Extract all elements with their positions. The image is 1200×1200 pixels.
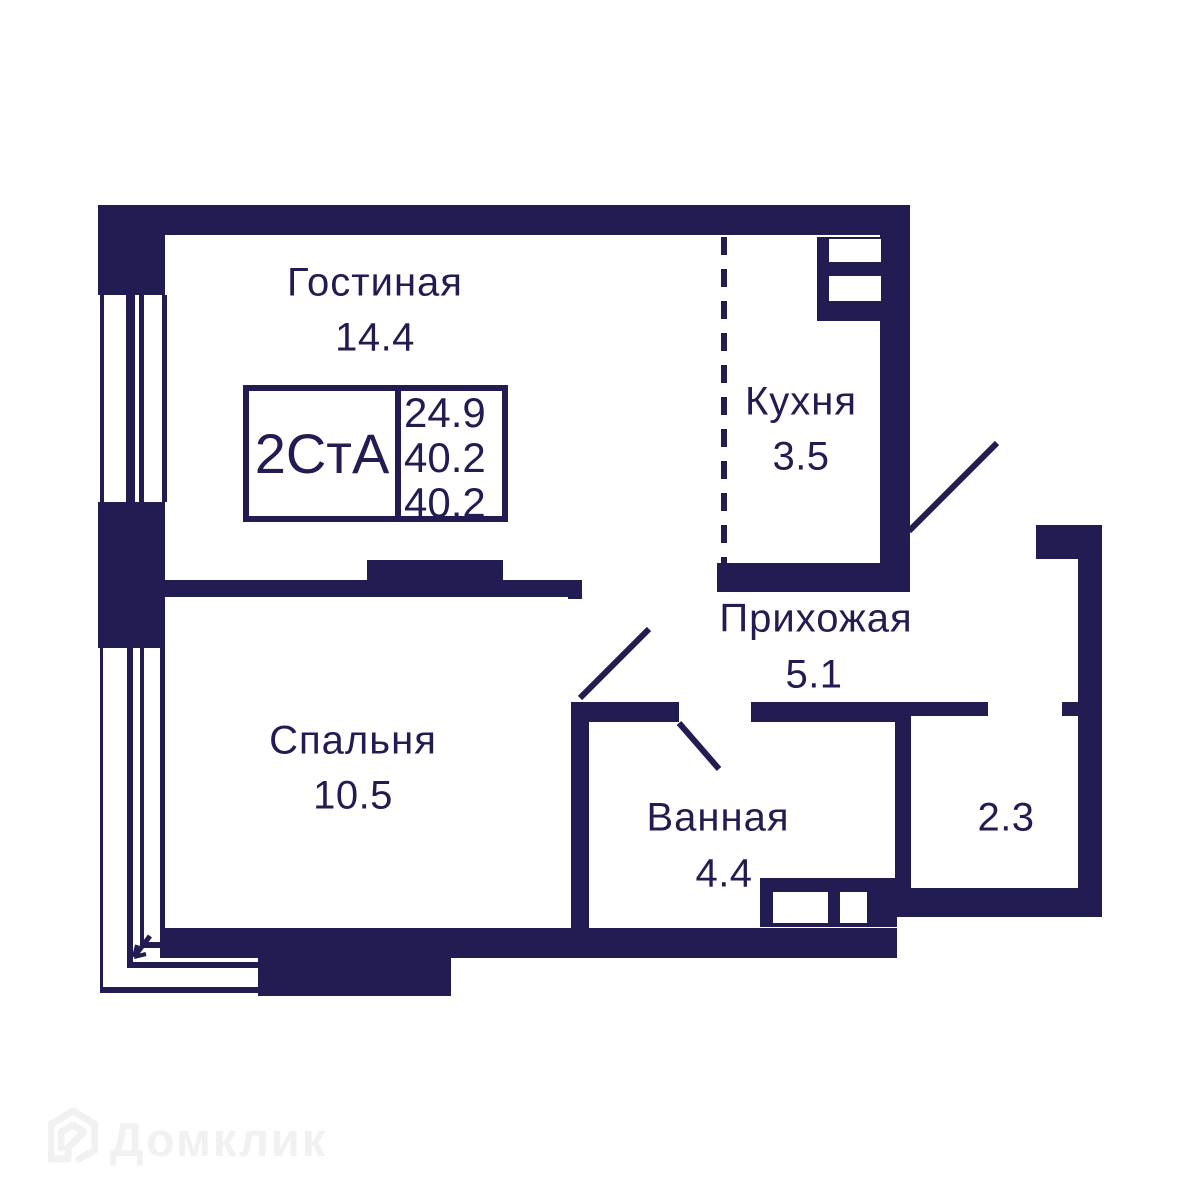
balcony-outer-line-bottom: [100, 987, 258, 993]
wall-entry-top-stub: [1036, 525, 1102, 559]
balcony-glass-line-2: [140, 648, 144, 948]
wall-bottom-thick-block: [258, 928, 451, 996]
door-swing-entry: [906, 440, 1000, 534]
wall-top-left-corner: [98, 235, 165, 295]
room-area-wardrobe: 2.3: [977, 795, 1035, 840]
room-area-bathroom: 4.4: [695, 851, 753, 896]
watermark-text: Домклик: [110, 1113, 328, 1166]
unit-info-box: 2СтА 24.9 40.2 40.2: [243, 385, 508, 525]
room-label-bedroom: Спальня: [269, 718, 437, 763]
room-area-living: 14.4: [335, 315, 415, 360]
wall-wardrobe-left: [895, 722, 911, 888]
vent-slot-kitchen-2: [829, 276, 881, 301]
window-living-glass-line-2: [139, 295, 144, 502]
balcony-glass-line-2-bottom: [140, 942, 258, 948]
balcony-glass-line: [127, 648, 133, 968]
window-living-outer-line: [100, 295, 104, 502]
wall-living-bedroom-divider: [165, 580, 568, 597]
partition-dashed-line: [721, 237, 727, 563]
unit-type-label: 2СтА: [254, 422, 390, 485]
room-area-hallway: 5.1: [785, 652, 843, 697]
balcony-inner-line: [160, 648, 165, 929]
wall-right: [1078, 557, 1102, 917]
wall-hall-bottom-thin: [911, 702, 988, 716]
wall-bedroom-right: [571, 702, 589, 929]
wall-bathroom-top-left: [585, 702, 679, 722]
wall-kitchen-right: [880, 205, 910, 592]
window-living-glass-line: [126, 295, 135, 502]
unit-area-living: 24.9: [404, 389, 486, 436]
watermark-house-icon: [48, 1107, 98, 1162]
balcony-glass-line-bottom: [127, 962, 258, 968]
vent-slot-kitchen-1: [829, 239, 881, 262]
vent-slot-bathroom-2: [840, 892, 867, 923]
wall-left-middle: [98, 502, 165, 648]
room-label-living: Гостиная: [287, 260, 463, 305]
room-area-kitchen: 3.5: [772, 434, 830, 479]
balcony-outer-line: [100, 648, 103, 993]
wall-living-step: [367, 560, 503, 580]
window-living-inner-line: [162, 295, 167, 502]
room-label-kitchen: Кухня: [744, 379, 858, 424]
unit-area-total-repeat: 40.2: [404, 479, 486, 526]
unit-area-total: 40.2: [404, 434, 486, 481]
wall-bathroom-top-right: [751, 702, 911, 722]
vent-slot-bathroom-1: [773, 892, 828, 923]
wall-kitchen-bottom: [717, 563, 910, 592]
wall-entry-stub: [1062, 702, 1080, 716]
room-area-bedroom: 10.5: [313, 773, 393, 818]
room-label-hallway: Прихожая: [719, 596, 913, 641]
wall-divider-end: [568, 580, 582, 599]
wall-wardrobe-bottom: [895, 888, 1102, 917]
room-label-bathroom: Ванная: [646, 795, 790, 840]
unit-areas: 24.9 40.2 40.2: [395, 389, 502, 525]
watermark: Домклик: [48, 1106, 327, 1167]
wall-top: [98, 205, 910, 235]
